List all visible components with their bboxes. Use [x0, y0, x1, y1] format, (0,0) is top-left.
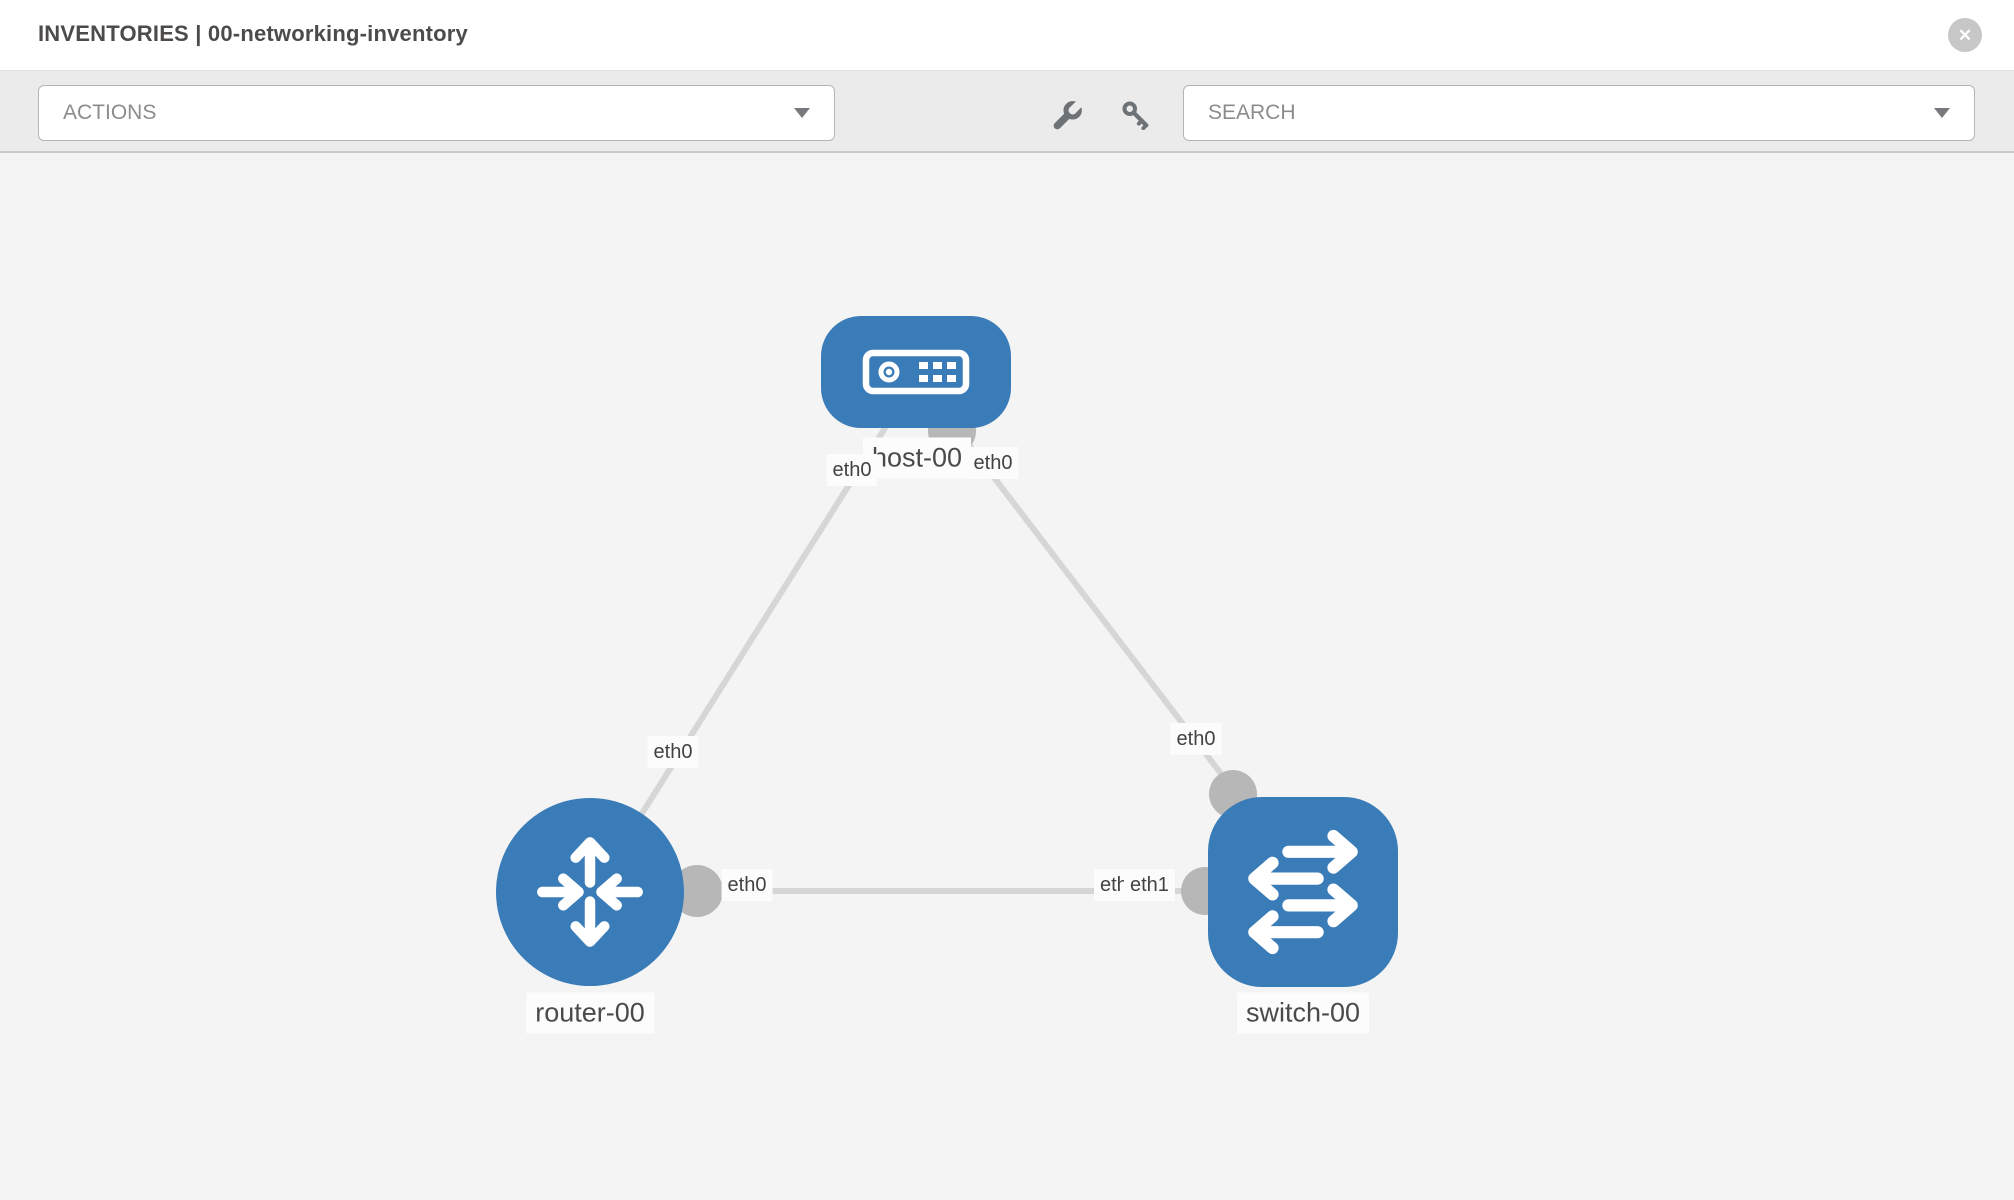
iface-label-host-to-switch: eth0	[967, 447, 1019, 479]
iface-label-router-to-switch: eth0	[721, 869, 773, 901]
configure-tool-button[interactable]	[1045, 97, 1091, 133]
node-host-00[interactable]	[821, 316, 1011, 428]
search-dropdown[interactable]: SEARCH	[1183, 85, 1975, 141]
links-layer	[597, 407, 1257, 917]
iface-label-switch-to-host: eth0	[1170, 723, 1222, 755]
link-host-router[interactable]	[597, 418, 893, 882]
header-bar: INVENTORIES | 00-networking-inventory ✕	[0, 0, 2014, 70]
interface-connector[interactable]	[671, 865, 723, 917]
host-icon	[862, 349, 970, 395]
actions-dropdown-label: ACTIONS	[63, 101, 157, 124]
router-icon	[537, 837, 643, 947]
actions-dropdown[interactable]: ACTIONS	[38, 85, 835, 141]
wrench-icon	[1053, 99, 1084, 130]
close-glyph: ✕	[1957, 25, 1973, 45]
iface-label-host-to-router: eth0	[826, 454, 878, 486]
iface-label-router-to-host: eth0	[647, 736, 699, 768]
chevron-down-icon	[1934, 108, 1950, 118]
key-icon	[1122, 101, 1149, 130]
node-switch-00[interactable]	[1208, 797, 1398, 987]
chevron-down-icon	[794, 108, 810, 118]
node-router-00[interactable]	[496, 798, 684, 986]
page-title: INVENTORIES | 00-networking-inventory	[38, 21, 468, 46]
iface-label-switch-to-router: eth1	[1124, 869, 1175, 901]
node-label-host: host-00	[862, 437, 972, 479]
credentials-tool-button[interactable]	[1113, 97, 1159, 133]
node-label-router: router-00	[526, 992, 654, 1034]
node-label-switch: switch-00	[1236, 992, 1370, 1034]
toolbar: ACTIONS SEARCH	[0, 70, 2014, 153]
switch-icon	[1248, 829, 1358, 955]
close-icon[interactable]: ✕	[1948, 18, 1982, 52]
search-dropdown-label: SEARCH	[1208, 101, 1296, 124]
topology-canvas[interactable]: host-00 router-00 switch-00 eth0 eth0 et…	[0, 153, 2014, 1200]
